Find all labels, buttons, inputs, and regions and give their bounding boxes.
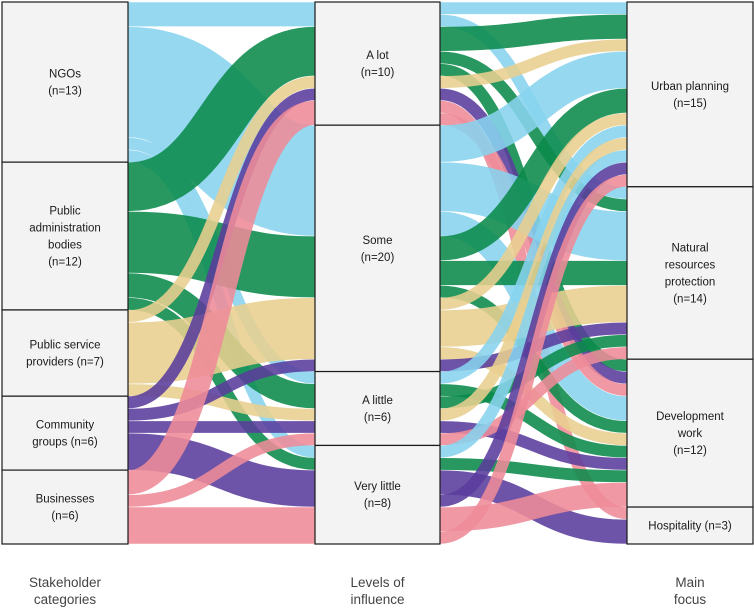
flow-very-little-to-urban-planning — [439, 150, 628, 458]
flow-community-to-a-lot — [127, 88, 316, 409]
node-businesses-label-line: Businesses — [36, 494, 95, 506]
node-public-admin-label-line: bodies — [48, 240, 82, 252]
flow-very-little-to-development — [439, 482, 628, 532]
flow-businesses-to-a-little — [127, 433, 316, 507]
node-public-service-label-line: Public service — [30, 340, 101, 352]
node-urban-planning: Urban planning (n=15) — [626, 1, 754, 188]
node-development-label-line: work — [677, 428, 703, 440]
node-public-admin-label-line: Public — [49, 206, 81, 218]
node-development-label-line: Development — [656, 411, 725, 423]
node-a-little-label-line: (n=6) — [364, 412, 391, 424]
node-urban-planning-label-line: (n=15) — [673, 98, 707, 110]
node-a-little: A little (n=6) — [314, 370, 441, 447]
nodes-layer: NGOs (n=13) Public administration bodies (n=1… — [1, 1, 754, 545]
node-community-box — [1, 395, 129, 471]
node-a-lot-label-line: A lot — [366, 50, 389, 62]
node-public-admin-label-line: administration — [29, 223, 101, 235]
node-some-label-line: (n=20) — [361, 252, 395, 264]
node-natural-resources-label-line: resources — [665, 260, 716, 272]
column-label-focus: focus — [674, 592, 707, 607]
node-public-service-label-line: providers (n=7) — [26, 357, 104, 369]
column-label-stakeholder: Stakeholder — [29, 575, 102, 590]
flow-some-to-urban-planning — [439, 88, 628, 261]
node-businesses-box — [1, 469, 129, 545]
node-public-admin-box — [1, 161, 129, 311]
flow-community-to-some — [127, 359, 316, 421]
node-public-service-box — [1, 309, 129, 397]
column-label-influence: Levels of — [350, 575, 404, 590]
node-very-little-label-line: Very little — [354, 481, 401, 493]
node-a-little-label-line: A little — [362, 395, 393, 407]
node-community: Community groups (n=6) — [1, 395, 129, 471]
flow-public-admin-to-a-lot — [126, 26, 317, 212]
node-ngos-label-line: (n=13) — [48, 86, 82, 98]
node-a-lot-label-line: (n=10) — [361, 67, 395, 79]
column-labels: Stakeholder categories Levels of influence M… — [29, 575, 706, 607]
node-development-box — [626, 358, 754, 508]
node-hospitality: Hospitality (n=3) — [626, 506, 754, 545]
node-development: Development work (n=12) — [626, 358, 754, 508]
node-development-label-line: (n=12) — [673, 445, 707, 457]
flow-some-to-urban-planning — [439, 113, 628, 310]
node-community-label-line: Community — [36, 420, 94, 432]
node-hospitality-label-line: Hospitality (n=3) — [648, 521, 732, 533]
node-natural-resources-label-line: Natural — [671, 243, 708, 255]
node-some: Some (n=20) — [314, 124, 441, 373]
column-label-focus: Main — [675, 575, 704, 590]
node-community-label-line: groups (n=6) — [32, 437, 98, 449]
flow-very-little-to-urban-planning — [439, 162, 628, 507]
node-a-lot: A lot (n=10) — [314, 1, 441, 126]
node-urban-planning-label-line: Urban planning — [651, 81, 729, 93]
node-very-little-label-line: (n=8) — [364, 498, 391, 510]
flow-very-little-to-urban-planning — [439, 174, 628, 544]
flow-a-little-to-development — [439, 384, 628, 458]
node-very-little-box — [314, 444, 441, 545]
node-some-label-line: Some — [362, 235, 392, 247]
column-label-influence: influence — [350, 592, 404, 607]
node-businesses-label-line: (n=6) — [51, 511, 78, 523]
node-natural-resources-label-line: (n=14) — [673, 294, 707, 306]
flow-a-lot-to-urban-planning — [439, 39, 628, 88]
node-businesses: Businesses (n=6) — [1, 469, 129, 545]
node-ngos: NGOs (n=13) — [1, 1, 129, 163]
flow-a-little-to-urban-planning — [439, 125, 628, 384]
node-a-little-box — [314, 370, 441, 447]
column-label-stakeholder: categories — [34, 592, 97, 607]
node-very-little: Very little (n=8) — [314, 444, 441, 545]
node-natural-resources-box — [626, 186, 754, 360]
node-natural-resources-label-line: protection — [665, 277, 716, 289]
flow-a-little-to-urban-planning — [439, 137, 628, 421]
node-some-box — [314, 124, 441, 373]
node-natural-resources: Natural resources protection (n=14) — [626, 186, 754, 360]
node-public-service: Public service providers (n=7) — [1, 309, 129, 397]
node-urban-planning-box — [626, 1, 754, 188]
flow-businesses-to-a-lot — [126, 100, 317, 495]
node-ngos-label-line: NGOs — [49, 69, 81, 81]
node-hospitality-box — [626, 506, 754, 545]
node-public-admin: Public administration bodies (n=12) — [1, 161, 129, 311]
node-public-admin-label-line: (n=12) — [48, 257, 82, 269]
flows-layer — [124, 2, 628, 544]
flow-a-lot-to-urban-planning — [439, 14, 628, 52]
node-ngos-box — [1, 1, 129, 163]
flow-a-little-to-development — [439, 421, 628, 470]
flow-public-service-to-a-lot — [127, 76, 316, 323]
node-a-lot-box — [314, 1, 441, 126]
flow-some-to-urban-planning — [439, 51, 628, 162]
flow-very-little-to-development — [439, 458, 628, 483]
